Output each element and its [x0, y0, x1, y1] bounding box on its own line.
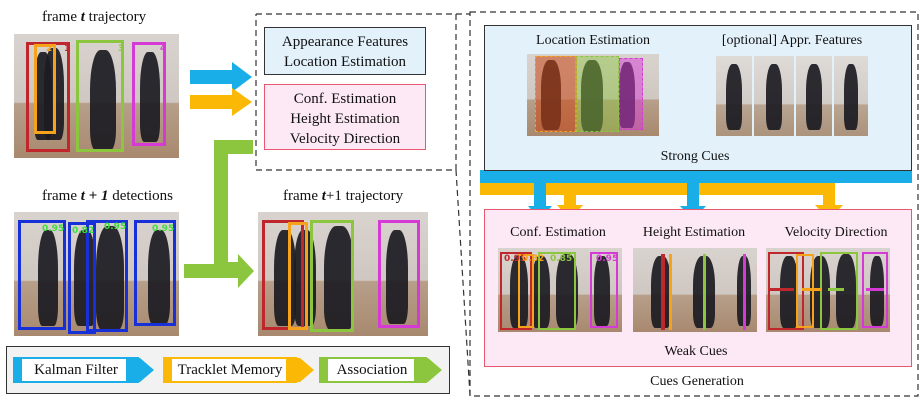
cues-generation-title: Cues Generation: [650, 374, 744, 389]
conf-estimation-image: 0.95 0.82 0.85 0.95: [498, 248, 622, 332]
strong-cue-list-box: Appearance Features Location Estimation: [264, 27, 426, 75]
det-box-2: [68, 222, 96, 334]
track-id-4: 4: [160, 44, 167, 54]
cue-conf-estimation: Conf. Estimation: [293, 91, 397, 107]
det-score-3: 0.95: [104, 222, 127, 232]
bbox-green: [76, 40, 124, 152]
track-id-3: 3: [118, 44, 125, 54]
det-box-4: [134, 220, 176, 326]
frame-t1-detections-label: frame t + 1 detections: [42, 188, 174, 204]
conf-score-3: 0.85: [550, 254, 573, 264]
weak-cue-list-box: Conf. Estimation Height Estimation Veloc…: [264, 84, 426, 150]
det-score-2: 0.82: [72, 226, 95, 236]
strong-appearance-title: [optional] Appr. Features: [721, 33, 863, 48]
cue-flow-orange-bar: [480, 183, 830, 195]
bbox-red: [26, 42, 70, 152]
frame-t-label: frame t trajectory: [42, 9, 147, 25]
loc-overlay-red: [535, 56, 577, 132]
legend-association: Association: [336, 362, 408, 378]
conf-score-1: 0.95: [504, 254, 527, 264]
traj-box-red: [262, 220, 304, 330]
cue-velocity-direction: Velocity Direction: [289, 131, 401, 147]
frame-t1-trajectory-image: [258, 212, 428, 336]
bbox-magenta: [132, 42, 166, 146]
appr-crop-1: [716, 56, 752, 136]
cue-height-estimation: Height Estimation: [290, 111, 400, 127]
track-id-1: 1: [64, 44, 71, 54]
appr-crop-4: [834, 56, 868, 136]
tracklet-arrow: [190, 88, 252, 116]
frame-t-image: 2 1 3 4: [14, 34, 179, 158]
flow-down-velocity-stem: [823, 183, 835, 207]
dashed-connector-bottom: [455, 169, 471, 396]
kalman-arrow: [190, 62, 252, 92]
det-score-1: 0.95: [42, 224, 65, 234]
flow-down-conf-stem-blue: [534, 183, 546, 208]
legend-tracklet-memory: Tracklet Memory: [177, 362, 283, 378]
association-arrow-tail: [184, 264, 216, 278]
appr-crop-2: [754, 56, 794, 136]
height-estimation-image: [633, 248, 757, 332]
cue-location-estimation: Location Estimation: [283, 54, 407, 70]
det-box-3: [86, 220, 128, 332]
location-estimation-image: [527, 54, 659, 136]
loc-overlay-magenta: [619, 58, 643, 130]
traj-box-orange: [288, 222, 308, 330]
frame-t1-detections-image: 0.95 0.82 0.95 0.95: [14, 212, 179, 336]
association-arrow: [214, 140, 254, 288]
flow-down-conf-stem-orange: [564, 195, 576, 207]
weak-cues-title: Weak Cues: [664, 344, 728, 359]
cues-generation-outline: [469, 11, 919, 397]
det-box-1: [18, 220, 66, 330]
appr-crop-3: [796, 56, 832, 136]
cue-appearance-features: Appearance Features: [281, 34, 409, 50]
bbox-orange: [34, 44, 56, 134]
conf-score-2: 0.82: [522, 254, 545, 264]
weak-height-title: Height Estimation: [642, 225, 746, 240]
frame-t1-trajectory-label: frame t+1 trajectory: [283, 188, 404, 204]
velocity-direction-image: [766, 248, 890, 332]
traj-box-magenta: [378, 220, 420, 328]
legend-kalman-filter: Kalman Filter: [34, 362, 118, 378]
weak-velocity-title: Velocity Direction: [784, 225, 888, 240]
weak-conf-title: Conf. Estimation: [510, 225, 606, 240]
cue-flow-blue-bar: [480, 170, 912, 183]
strong-cues-title: Strong Cues: [660, 149, 730, 164]
conf-score-4: 0.95: [596, 254, 619, 264]
flow-down-height-stem: [687, 183, 699, 208]
track-id-2: 2: [46, 44, 53, 54]
strong-location-title: Location Estimation: [536, 33, 650, 48]
traj-box-green: [310, 220, 354, 332]
loc-overlay-green: [575, 56, 619, 132]
det-score-4: 0.95: [152, 224, 175, 234]
